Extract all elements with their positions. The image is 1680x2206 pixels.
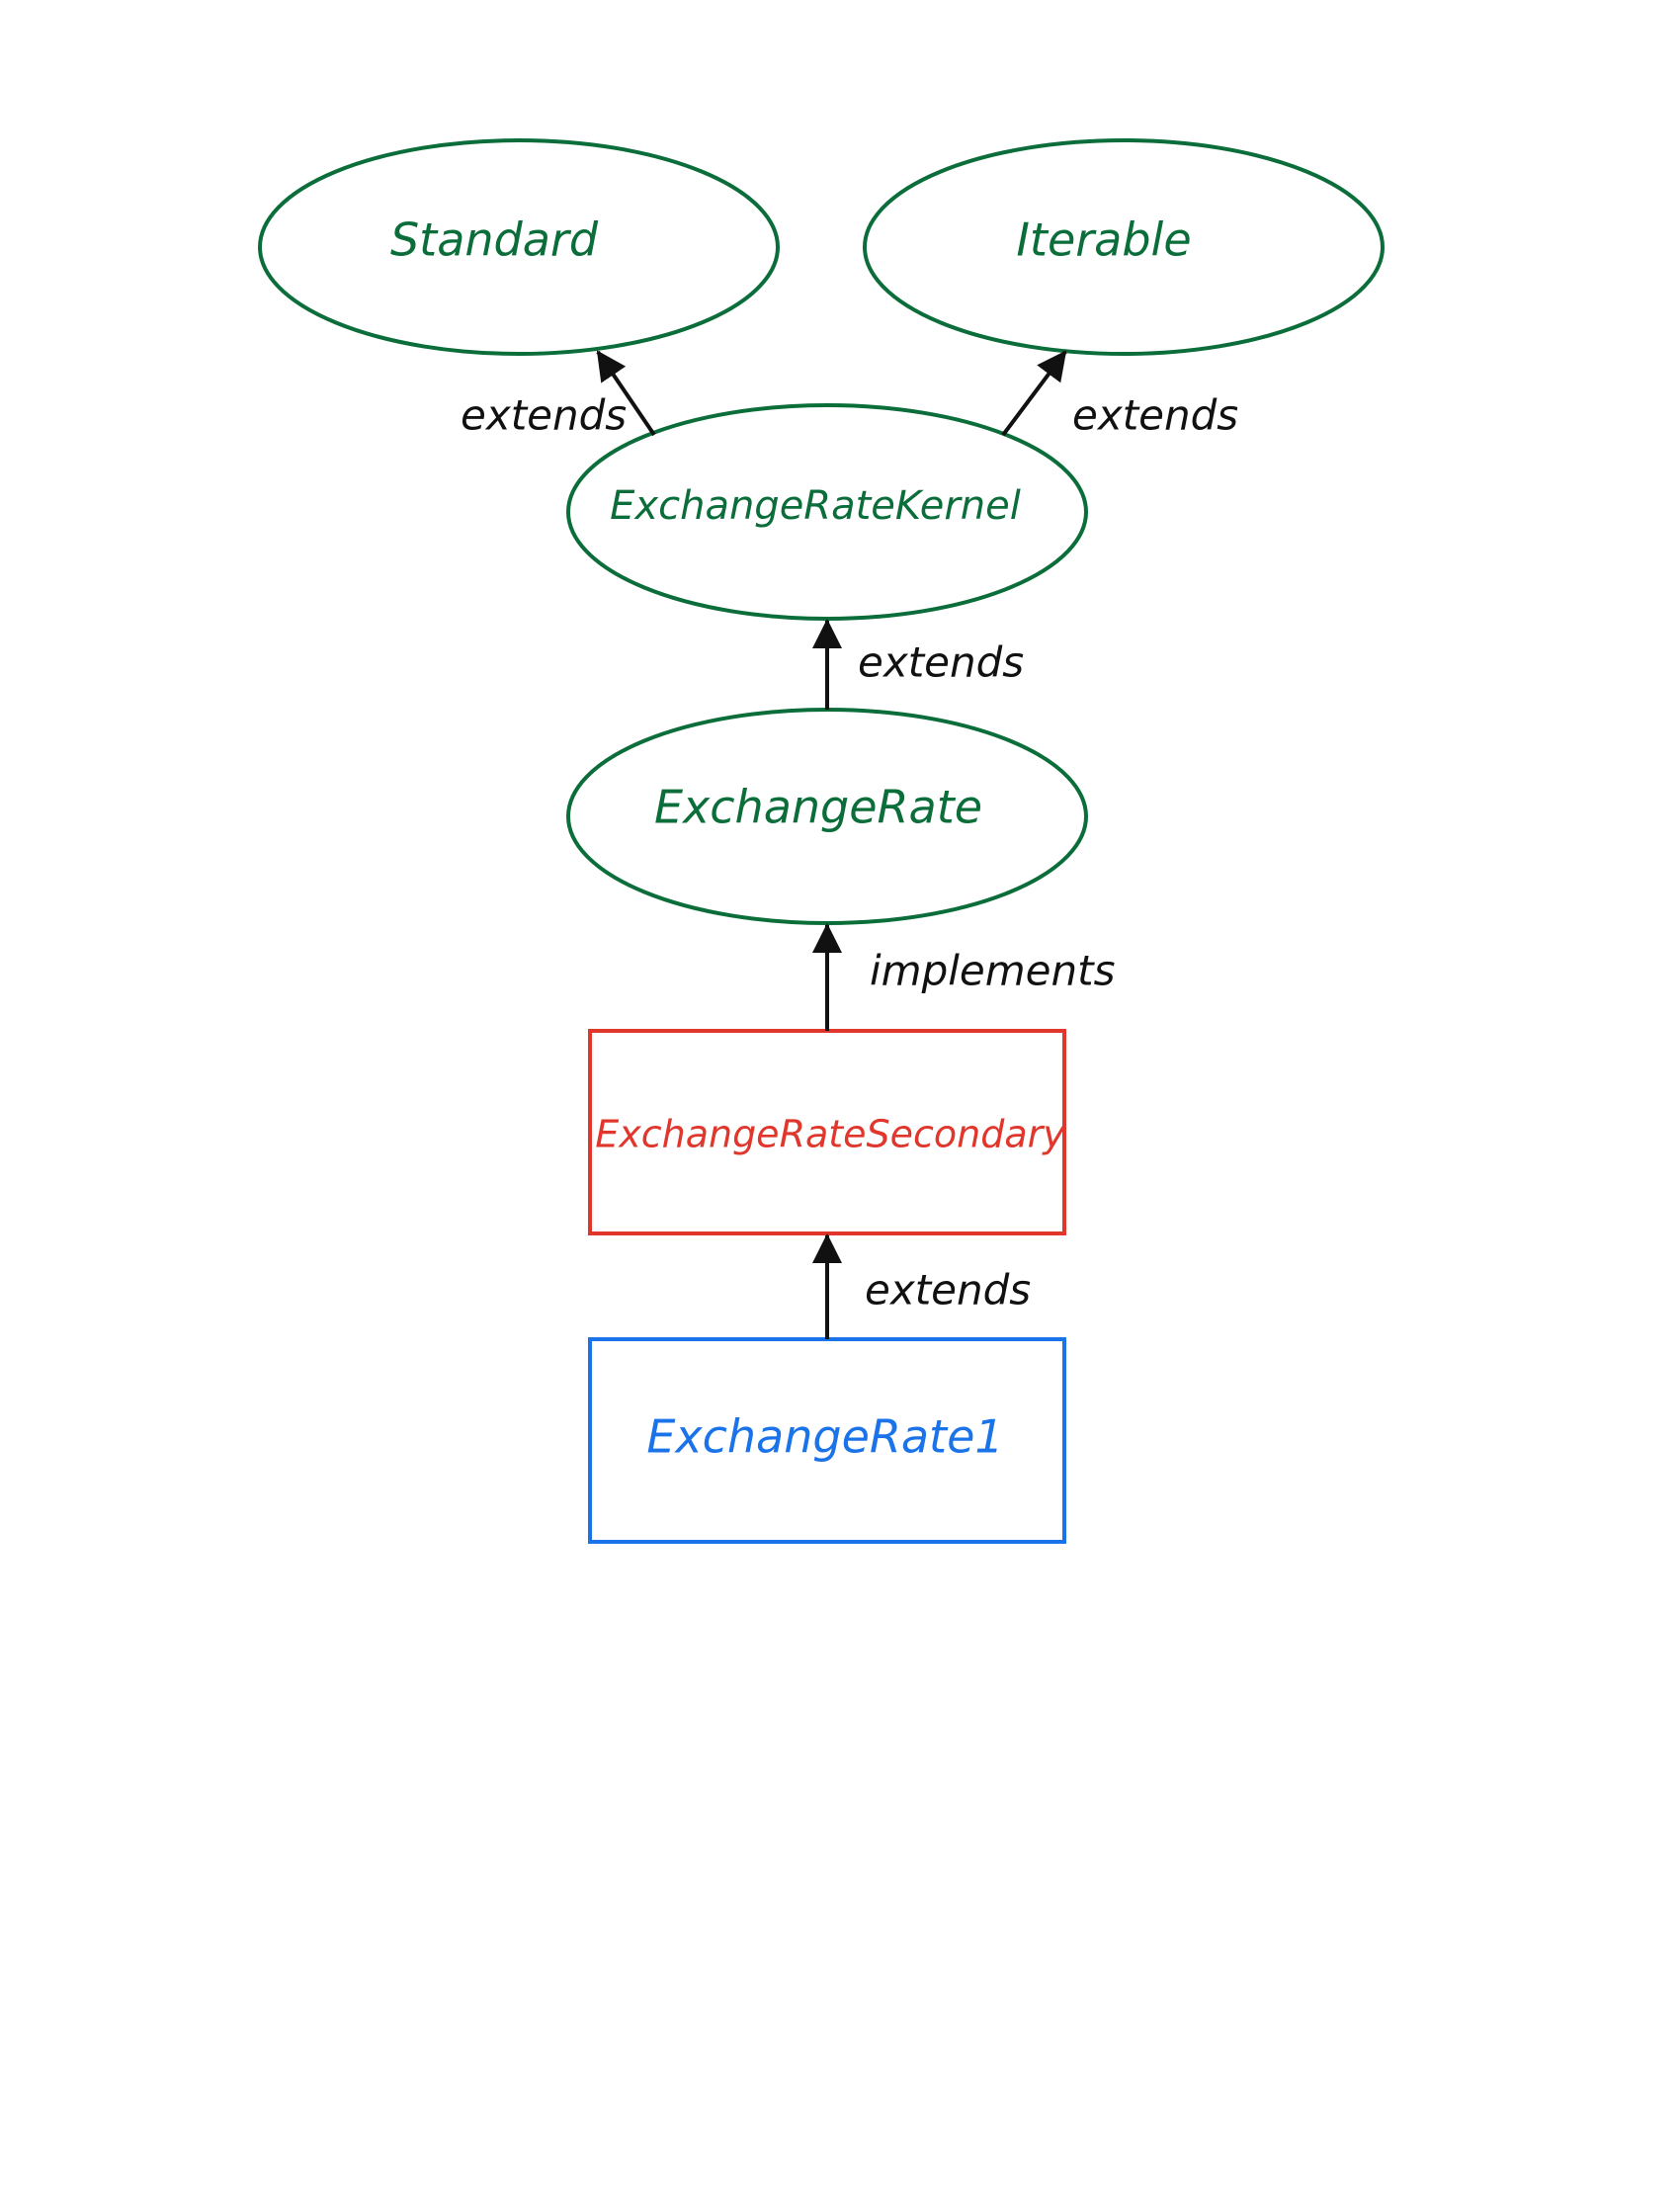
edge-label: extends (461, 391, 627, 440)
kernel-label: ExchangeRateKernel (610, 483, 1021, 529)
node-iterable: Iterable (863, 138, 1385, 356)
exchange-rate-label: ExchangeRate (654, 781, 982, 834)
edge-label: extends (865, 1266, 1031, 1315)
node-exchange-rate: ExchangeRate (566, 708, 1088, 925)
standard-label: Standard (390, 213, 599, 267)
edge-kernel-to-standard: extends (461, 350, 656, 440)
node-exchange-rate-1: ExchangeRate1 (588, 1337, 1066, 1544)
iterable-label: Iterable (1016, 213, 1191, 267)
secondary-label: ExchangeRateSecondary (595, 1113, 1065, 1156)
impl-label: ExchangeRate1 (646, 1410, 1003, 1464)
edge-line (1001, 350, 1067, 437)
edge-line (596, 350, 656, 437)
standard-ellipse (258, 138, 780, 356)
node-exchange-rate-secondary: ExchangeRateSecondary (588, 1029, 1066, 1235)
edge-impl-to-secondary: extends (812, 1233, 1031, 1339)
edge-label: implements (870, 947, 1115, 995)
edge-kernel-to-iterable: extends (1001, 350, 1238, 440)
node-exchange-rate-kernel: ExchangeRateKernel (566, 403, 1088, 621)
edge-label: extends (1072, 391, 1238, 440)
edge-label: extends (858, 638, 1024, 687)
edge-exchange-rate-to-kernel: extends (812, 619, 1024, 710)
iterable-ellipse (863, 138, 1385, 356)
edge-secondary-to-exchange-rate: implements (812, 923, 1115, 1031)
node-standard: Standard (258, 138, 780, 356)
